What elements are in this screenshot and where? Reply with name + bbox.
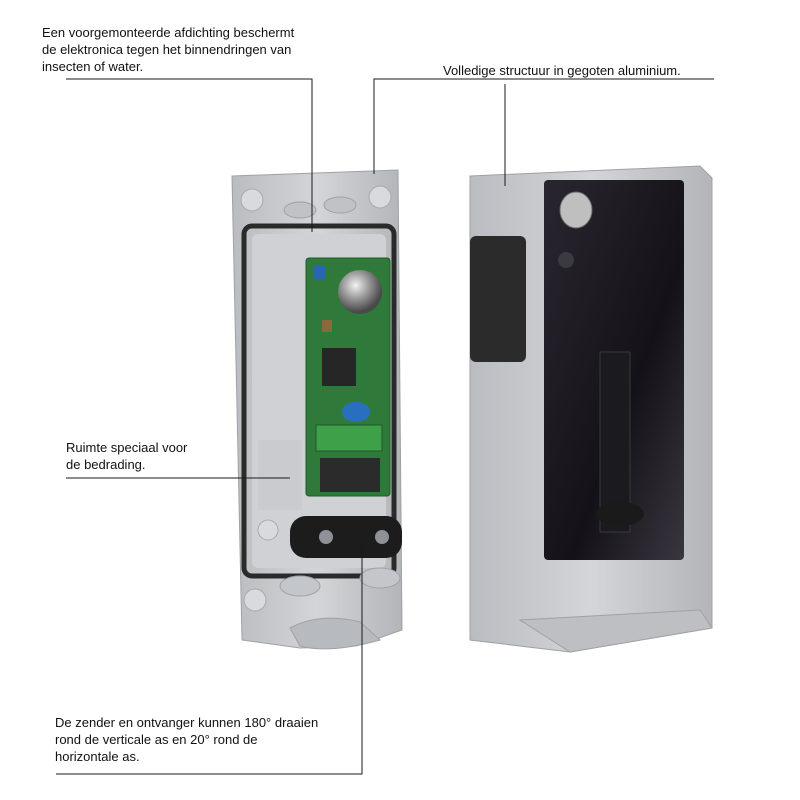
leader-structure (373, 78, 714, 174)
callout-wiring-space: Ruimte speciaal voor de bedrading. (66, 440, 188, 472)
leader-lines (56, 78, 714, 775)
callout-structure: Volledige structuur in gegoten aluminium… (443, 63, 681, 78)
gasket-seal (241, 223, 397, 579)
open-housing (231, 169, 403, 650)
optical-lens (338, 270, 382, 314)
lens-window (470, 236, 526, 362)
leader-seal (66, 78, 313, 232)
rotating-head (290, 516, 402, 558)
leader-rotation (56, 544, 363, 775)
callout-rotation: De zender en ontvanger kunnen 180° draai… (55, 715, 319, 764)
aluminium-cover (469, 165, 713, 653)
callout-seal: Een voorgemonteerde afdichting beschermt… (42, 25, 295, 74)
